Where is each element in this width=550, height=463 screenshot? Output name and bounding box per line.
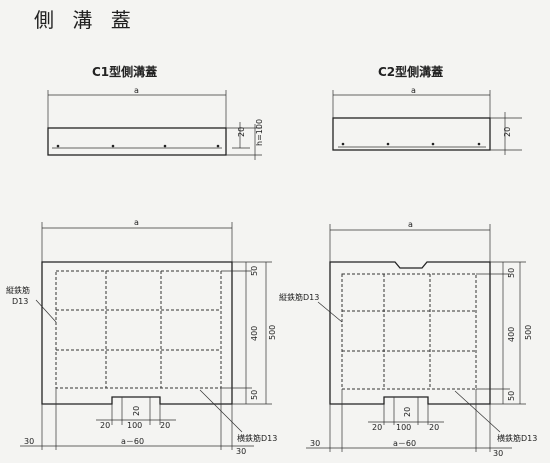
c1-rebar-frame xyxy=(55,270,222,389)
c1-notch-20-vert: 20 xyxy=(132,406,141,416)
c1-side-slab xyxy=(47,127,227,156)
c2-long-rebar-label: 縦鉄筋D13 xyxy=(279,292,319,302)
c2-dim-50-bot: 50 xyxy=(507,391,516,401)
c1-heading: C1型側溝蓋 xyxy=(92,64,157,79)
c2-heading: C2型側溝蓋 xyxy=(378,64,443,79)
c1-notch-20-right: 20 xyxy=(160,421,170,430)
c2-plan-dim-a: a xyxy=(408,220,413,229)
c1-dim-a60: a－60 xyxy=(121,437,144,446)
c2-side-dim-20: 20 xyxy=(503,127,512,137)
c2-notch-20-right: 20 xyxy=(429,423,439,432)
c2-dim-30-right: 30 xyxy=(493,449,503,458)
c2-side-dim-a: a xyxy=(411,86,416,95)
c1-long-rebar-size: D13 xyxy=(12,297,28,306)
c1-long-rebar-label: 縦鉄筋 xyxy=(6,285,30,295)
c1-dim-400: 400 xyxy=(250,326,259,341)
c2-notch-20-left: 20 xyxy=(372,423,382,432)
c2-side-slab xyxy=(332,117,491,151)
c2-trans-rebar-label: 横鉄筋D13 xyxy=(497,433,537,443)
c1-plan-dim-a: a xyxy=(134,218,139,227)
c2-dim-a60: a－60 xyxy=(393,439,416,448)
c1-side-dim-20: 20 xyxy=(237,127,246,137)
c1-side-dim-h: h=100 xyxy=(255,119,264,146)
c2-dim-400: 400 xyxy=(507,327,516,342)
c1-dim-500: 500 xyxy=(268,325,277,340)
c1-trans-rebar-label: 横鉄筋D13 xyxy=(237,433,277,443)
c1-plan-slab xyxy=(41,261,233,405)
c1-side-view: a 20 h=100 xyxy=(47,86,264,160)
c1-notch-20-left: 20 xyxy=(100,421,110,430)
c1-dim-50-top: 50 xyxy=(250,266,259,276)
c2-rebar-frame xyxy=(341,273,477,390)
c1-dim-50-bot: 50 xyxy=(250,390,259,400)
c2-dim-30-left: 30 xyxy=(310,439,320,448)
c2-side-view: a 20 xyxy=(332,86,522,155)
c2-dim-500: 500 xyxy=(524,325,533,340)
c2-notch-100: 100 xyxy=(396,423,411,432)
c1-dim-30-right: 30 xyxy=(236,447,246,456)
c1-plan-view: a 50 400 50 500 縦鉄筋 D13 横鉄筋D13 20 100 20… xyxy=(6,218,277,456)
c1-notch-100: 100 xyxy=(127,421,142,430)
c1-dim-30-left: 30 xyxy=(24,437,34,446)
c2-plan-slab xyxy=(329,261,491,405)
drawing-title: 側 溝 蓋 xyxy=(34,8,137,32)
c2-plan-view: a 50 400 50 500 縦鉄筋D13 横鉄筋D13 20 100 20 … xyxy=(279,220,537,458)
c2-notch-20-vert: 20 xyxy=(403,407,412,417)
c1-side-dim-a: a xyxy=(134,86,139,95)
c2-dim-50-top: 50 xyxy=(507,268,516,278)
